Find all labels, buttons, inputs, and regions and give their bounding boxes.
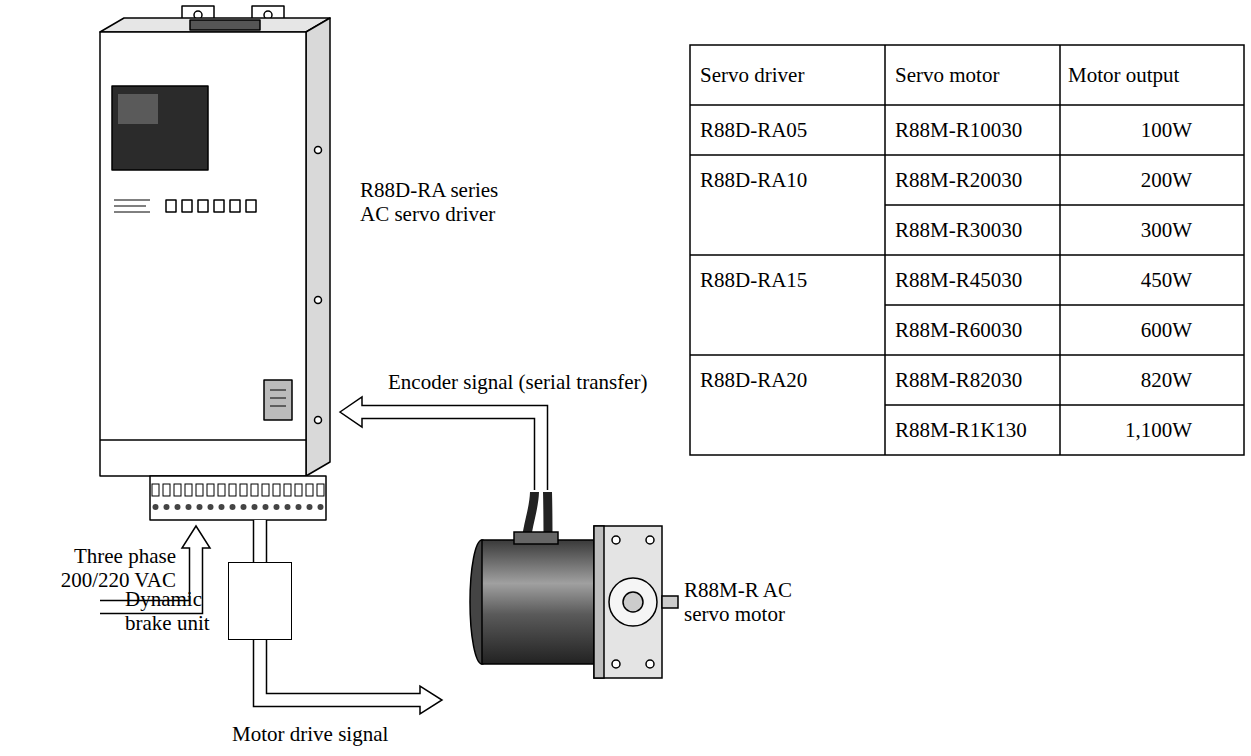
table-cell: 200W [1062, 168, 1192, 192]
signal-label: Encoder signal (serial transfer) [386, 370, 649, 394]
servo-driver-illustration [100, 6, 330, 520]
table-cell: R88M-R45030 [895, 268, 1055, 292]
power-supply-label: Three phase 200/220 VAC [26, 544, 176, 592]
connector-outline [253, 520, 268, 562]
table-cell: R88D-RA15 [700, 268, 875, 292]
table-cell: R88M-R82030 [895, 368, 1055, 392]
encoder-signal-arrow [340, 397, 541, 490]
table-header: Motor output [1068, 63, 1238, 87]
table-cell: 1,100W [1062, 418, 1192, 442]
table-cell: 600W [1062, 318, 1192, 342]
table-cell: 300W [1062, 218, 1192, 242]
table-cell: R88M-R60030 [895, 318, 1055, 342]
connector-channel [254, 520, 266, 562]
table-cell: R88M-R20030 [895, 168, 1055, 192]
connector-outline [362, 412, 541, 490]
dynamic-brake-unit: Dynamic brake unit [228, 562, 292, 640]
servo-driver: R88D-RA series AC servo driver [95, 4, 340, 520]
signal-label: Motor drive signal [232, 722, 452, 746]
table-cell: 450W [1062, 268, 1192, 292]
connection-lines [260, 520, 261, 562]
motor-drive-arrow [254, 640, 443, 714]
table-cell: R88D-RA05 [700, 118, 875, 142]
arrow-head [340, 397, 362, 427]
connector-channel [359, 412, 541, 490]
part-label: Dynamic brake unit [125, 587, 223, 635]
table-header: Servo driver [700, 63, 875, 87]
table-cell: R88M-R10030 [895, 118, 1055, 142]
part-label: R88M-R AC servo motor [684, 578, 824, 626]
table-header: Servo motor [895, 63, 1055, 87]
table-cell: R88D-RA20 [700, 368, 875, 392]
part-label: R88D-RA series AC servo driver [360, 178, 510, 226]
table-cell: 820W [1062, 368, 1192, 392]
servo-motor-illustration [470, 492, 678, 678]
table-cell: R88M-R1K130 [895, 418, 1055, 442]
table-cell: 100W [1062, 118, 1192, 142]
servo-motor: R88M-R AC servo motor [462, 490, 668, 680]
table-cell: R88M-R30030 [895, 218, 1055, 242]
table-cell: R88D-RA10 [700, 168, 875, 192]
model-table-grid [690, 45, 1244, 455]
